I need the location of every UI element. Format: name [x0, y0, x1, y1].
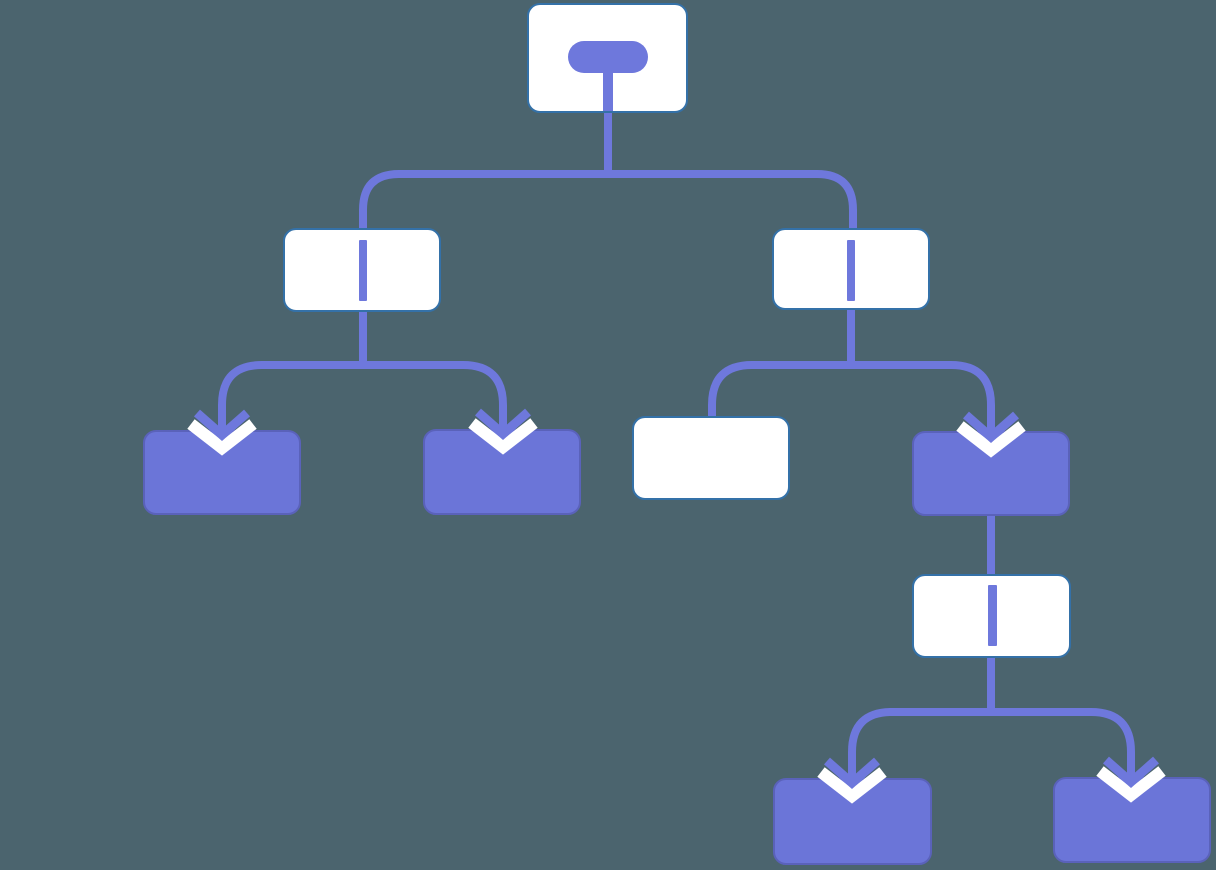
leaf-node-1[interactable]: [143, 430, 301, 515]
vertical-bar-icon: [359, 240, 367, 301]
pill-stem: [603, 71, 613, 111]
connector-mid-branch-split: [708, 361, 995, 435]
left-branch-node[interactable]: [283, 228, 441, 312]
leaf-node-5[interactable]: [1053, 777, 1211, 863]
leaf-node-2[interactable]: [423, 429, 581, 515]
plain-child-node[interactable]: [632, 416, 790, 500]
right-branch-node[interactable]: [772, 228, 930, 310]
vertical-bar-icon: [988, 585, 997, 646]
connector-top-branch: [359, 170, 857, 230]
leaf-node-3[interactable]: [912, 431, 1070, 516]
root-node[interactable]: [527, 3, 688, 113]
pill-icon: [568, 41, 648, 73]
connector-bottom-branch-split: [848, 708, 1135, 782]
leaf-node-4[interactable]: [773, 778, 932, 865]
bottom-branch-node[interactable]: [912, 574, 1071, 658]
vertical-bar-icon: [847, 240, 855, 301]
connector-left-branch-split: [218, 361, 507, 434]
